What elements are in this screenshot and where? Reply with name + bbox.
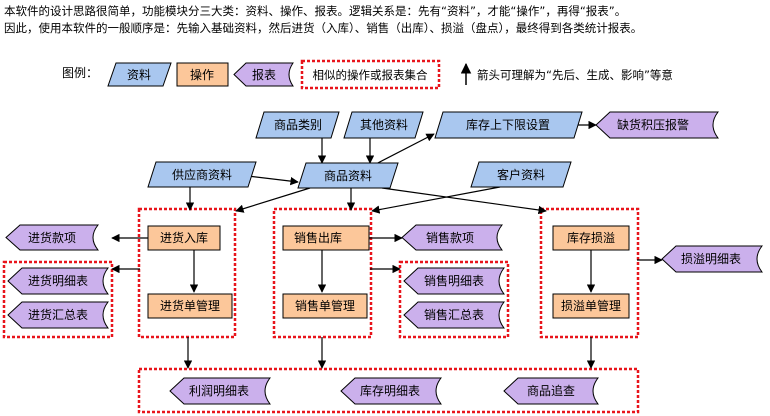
node-other-label: 其他资料	[360, 118, 408, 132]
node-category: 商品类别	[255, 111, 340, 139]
node-stock-detail-label: 库存明细表	[360, 383, 420, 398]
legend-group-label: 相似的操作或报表集合	[313, 68, 428, 82]
group-sales-reports	[398, 260, 510, 339]
node-customer-label: 客户资料	[497, 167, 545, 182]
node-loss-mgmt-label: 损溢单管理	[561, 298, 621, 313]
node-sales-detail: 销售明细表	[403, 267, 506, 295]
node-category-label: 商品类别	[274, 117, 322, 132]
node-loss-detail-label: 损溢明细表	[681, 252, 741, 266]
node-sales-mgmt-label: 销售单管理	[295, 298, 355, 313]
node-sales-payment-label: 销售款项	[426, 230, 474, 245]
node-product-label: 商品资料	[324, 168, 372, 183]
node-sales-mgmt: 销售单管理	[282, 293, 368, 319]
node-purchase-summary: 进货汇总表	[7, 301, 110, 329]
node-purchase-detail: 进货明细表	[7, 267, 110, 295]
node-purchase-in-label: 进货入库	[160, 230, 208, 245]
arrow-customer-to-sales	[371, 186, 501, 214]
node-profit-detail: 利润明细表	[169, 377, 272, 405]
legend-op-label: 操作	[190, 67, 214, 82]
node-shortage-alarm-label: 缺货积压报警	[617, 117, 689, 132]
node-sales-out: 销售出库	[282, 225, 370, 251]
node-profit-detail-label: 利润明细表	[189, 384, 249, 398]
node-purchase-payment: 进货款项	[5, 224, 100, 251]
node-supplier-label: 供应商资料	[172, 167, 232, 182]
node-product-trace: 商品追查	[503, 377, 600, 405]
node-loss-mgmt: 损溢单管理	[552, 293, 630, 319]
node-product-trace-label: 商品追查	[527, 383, 575, 398]
node-shortage-alarm: 缺货积压报警	[595, 111, 720, 139]
connectors	[111, 120, 663, 369]
node-purchase-payment-label: 进货款项	[28, 230, 76, 245]
legend-report-label: 报表	[252, 67, 276, 82]
legend-report-shape	[233, 62, 294, 87]
node-purchase-in: 进货入库	[147, 225, 221, 251]
node-purchase-mgmt-label: 进货单管理	[160, 298, 220, 313]
node-purchase-mgmt: 进货单管理	[147, 293, 233, 319]
legend-arrow-label: 箭头可理解为“先后、生成、影响”等意	[477, 68, 673, 82]
legend-data-label: 资料	[127, 68, 151, 82]
group-summary-reports	[137, 367, 640, 414]
node-stock-detail: 库存明细表	[340, 377, 443, 405]
intro-line-1: 本软件的设计思路很简单，功能模块分三大类：资料、操作、报表。逻辑关系是：先有“资…	[4, 4, 627, 18]
node-stock-loss-label: 库存损溢	[567, 230, 615, 245]
group-sales	[272, 207, 373, 339]
node-sales-summary: 销售汇总表	[403, 301, 506, 329]
intro-text: 本软件的设计思路很简单，功能模块分三大类：资料、操作、报表。逻辑关系是：先有“资…	[4, 3, 642, 37]
node-sales-payment: 销售款项	[401, 224, 504, 251]
node-purchase-detail-label: 进货明细表	[28, 273, 88, 288]
node-supplier: 供应商资料	[147, 161, 257, 188]
node-purchase-summary-label: 进货汇总表	[28, 307, 88, 322]
legend-op-shape	[176, 62, 229, 87]
arrow-product-to-loss	[381, 187, 547, 215]
legend-group-shape	[300, 59, 441, 90]
legend-data-shape	[107, 62, 172, 87]
intro-line-2: 因此，使用本软件的一般顺序是：先输入基础资料，然后进货（入库）、销售（出库）、损…	[4, 21, 643, 35]
node-other: 其他资料	[343, 111, 424, 139]
node-stock-limits-label: 库存上下限设置	[466, 117, 550, 132]
node-stock-loss: 库存损溢	[552, 225, 630, 251]
node-sales-detail-label: 销售明细表	[424, 273, 484, 288]
group-purchase-reports	[2, 260, 114, 339]
node-sales-summary-label: 销售汇总表	[424, 307, 484, 322]
node-loss-detail: 损溢明细表	[661, 245, 764, 273]
arrow-product-to-limits	[371, 133, 435, 167]
node-sales-out-label: 销售出库	[294, 230, 342, 245]
node-stock-limits: 库存上下限设置	[434, 111, 583, 139]
group-loss	[539, 207, 640, 339]
legend-title: 图例：	[62, 66, 98, 80]
node-customer: 客户资料	[470, 161, 572, 188]
arrow-product-to-purchase	[235, 187, 311, 213]
node-product: 商品资料	[297, 162, 399, 189]
arrow-supplier-to-product	[247, 175, 299, 186]
